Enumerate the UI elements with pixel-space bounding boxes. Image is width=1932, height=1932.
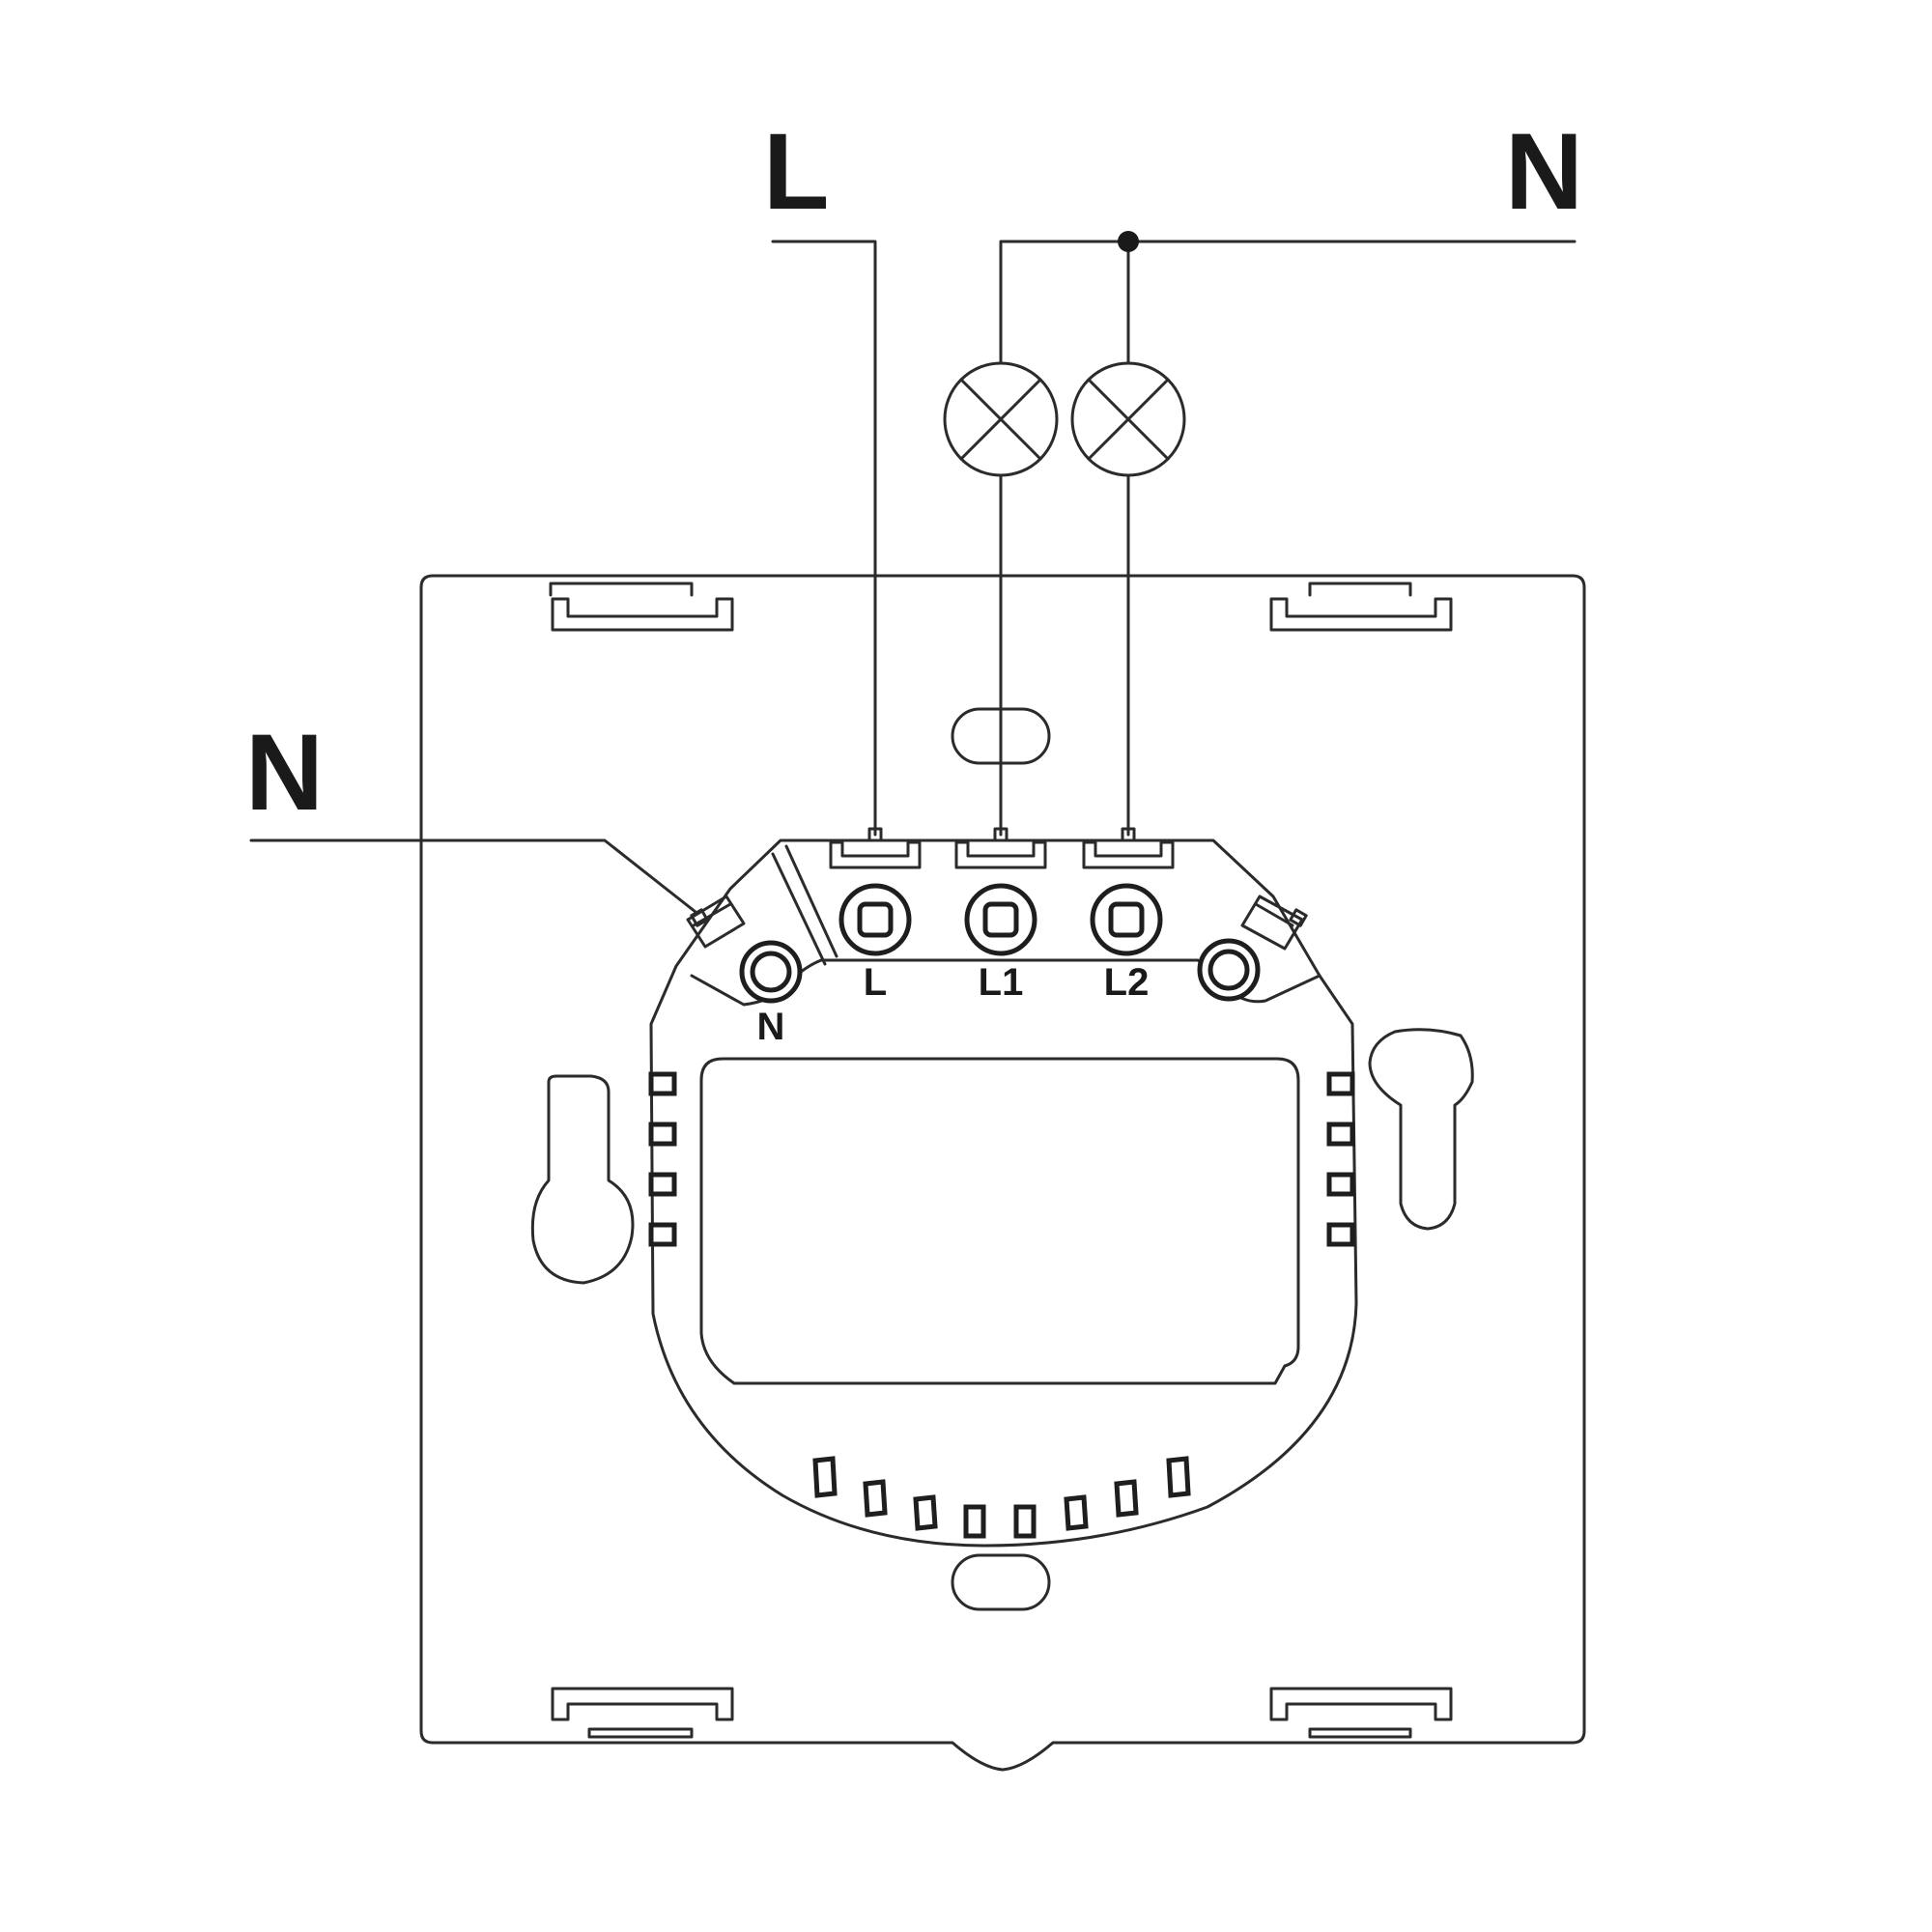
label-neutral-top: N <box>1505 111 1583 232</box>
bottom-vent-slots <box>812 1456 1191 1539</box>
terminal-divider-2 <box>784 844 838 958</box>
side-tabs-left <box>648 1071 677 1247</box>
wire-neutral-side <box>249 838 697 914</box>
corner-clip-top-right <box>1269 582 1453 632</box>
terminal-screw-L1 <box>964 883 1037 956</box>
lamp-2-icon <box>1070 361 1186 477</box>
terminal-label-N: N <box>757 1006 785 1048</box>
wire-live <box>771 240 877 837</box>
side-tabs-right <box>1326 1071 1355 1247</box>
switch-back-plate <box>419 574 1586 1772</box>
lamp-1-icon <box>943 361 1059 477</box>
corner-clip-top-left <box>549 582 734 632</box>
keyhole-right <box>1368 1028 1474 1231</box>
terminal-label-L1: L1 <box>979 961 1024 1004</box>
junction-dot <box>1118 231 1139 252</box>
mounting-slot-bottom <box>951 1553 1051 1611</box>
terminal-divider <box>771 852 827 966</box>
keyhole-left <box>530 1074 635 1285</box>
corner-clip-bottom-left <box>551 1687 734 1739</box>
terminal-screw-right <box>1197 938 1261 1002</box>
terminal-screw-L2 <box>1090 883 1163 956</box>
terminal-label-L: L <box>864 961 887 1004</box>
label-live: L <box>763 111 829 232</box>
wire-neutral-top <box>999 240 1577 365</box>
terminal-screw-L <box>838 883 912 956</box>
terminal-screw-N <box>739 940 803 1004</box>
switch-module-body <box>649 838 1358 1548</box>
corner-clip-bottom-right <box>1269 1687 1453 1739</box>
display-window <box>699 1057 1300 1385</box>
terminal-clamp-N <box>686 895 746 949</box>
terminal-clamp-right <box>1240 895 1308 951</box>
label-neutral-side: N <box>245 712 324 833</box>
terminal-label-L2: L2 <box>1104 961 1150 1004</box>
